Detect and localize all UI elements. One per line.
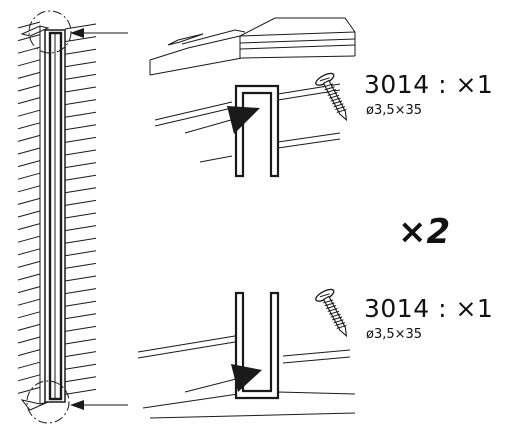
screw-label-top: 3014 : ×1 (364, 70, 494, 99)
arrow-icon (70, 400, 128, 410)
arrow-icon (184, 106, 260, 134)
arrow-icon (70, 28, 128, 38)
screw-size-bottom: ø3,5×35 (366, 327, 423, 342)
quantity-multiplier: ×2 (398, 212, 451, 252)
screw-icon (315, 288, 348, 338)
detail-circle-bottom (26, 380, 70, 424)
rail-icon (149, 17, 356, 163)
arrow-icon (184, 364, 262, 393)
post-icon (17, 21, 97, 411)
detail-circle-top (28, 10, 72, 54)
screw-label-bottom: 3014 : ×1 (364, 294, 494, 323)
bracket-icon (234, 84, 280, 178)
screw-size-top: ø3,5×35 (366, 103, 423, 118)
screw-icon (315, 72, 348, 122)
siding-lines (17, 21, 97, 395)
